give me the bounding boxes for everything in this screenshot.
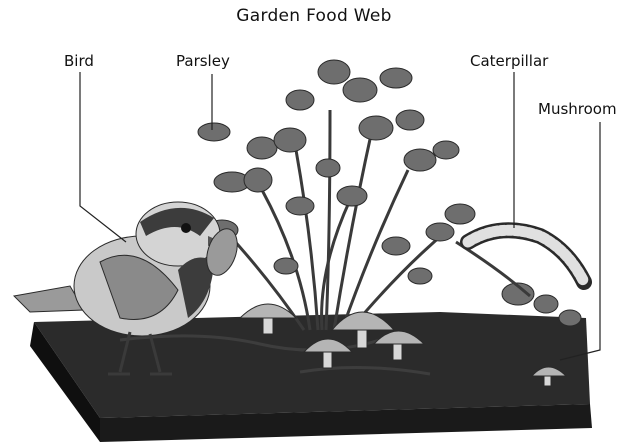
mushroom-label: Mushroom xyxy=(538,100,617,118)
parsley-label: Parsley xyxy=(176,52,230,70)
bird-leader-line xyxy=(80,72,126,242)
caterpillar-label: Caterpillar xyxy=(470,52,548,70)
caterpillar-figure xyxy=(468,230,584,282)
bird-label: Bird xyxy=(64,52,94,70)
parsley-plant xyxy=(198,60,581,330)
